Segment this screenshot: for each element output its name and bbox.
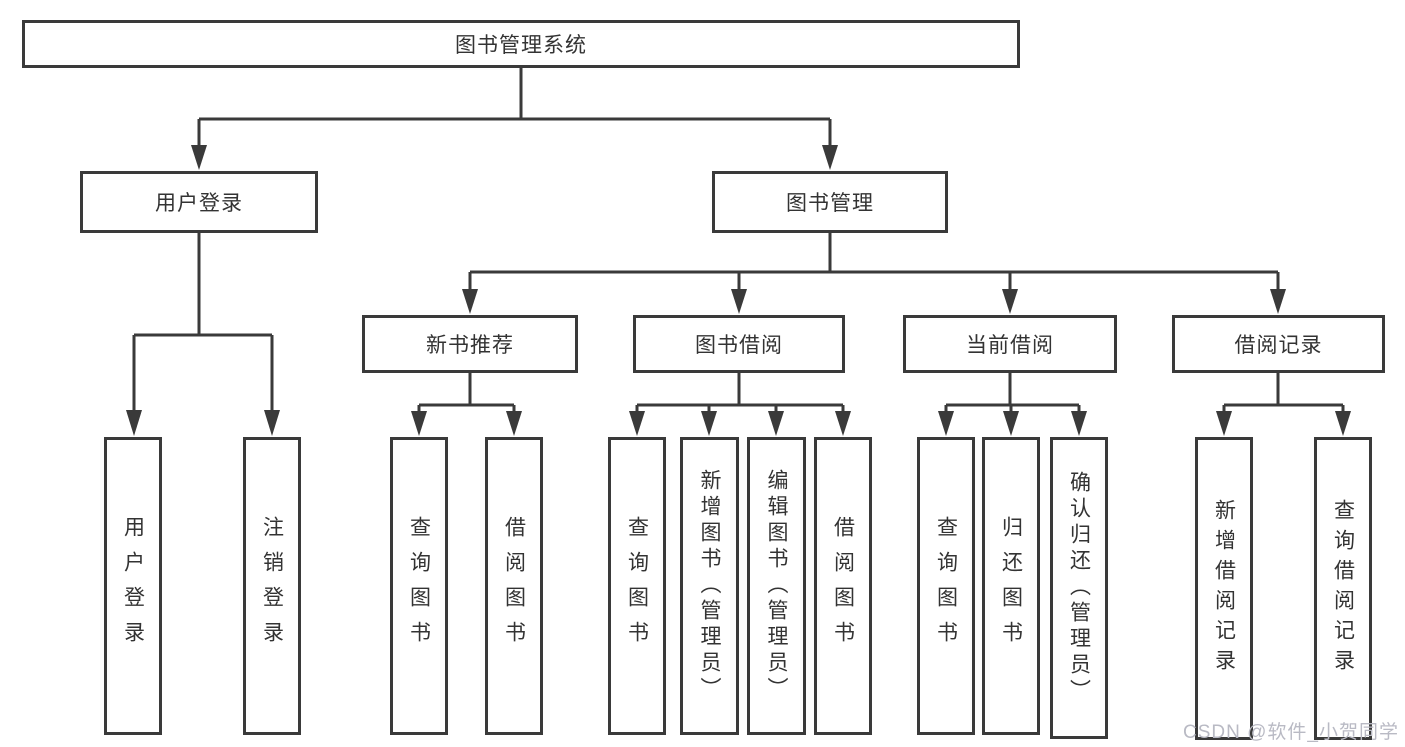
node-book-borrowing: 图书借阅 xyxy=(633,315,845,373)
leaf-label: 归还图书 xyxy=(999,516,1023,656)
leaf-label: 新增借阅记录 xyxy=(1212,498,1236,679)
arrowhead-leaf-e1 xyxy=(1216,411,1232,436)
arrowhead-leaf-c3 xyxy=(768,411,784,436)
arrowhead-leaf-a2 xyxy=(264,410,280,436)
arrowhead-user-login xyxy=(191,145,207,170)
leaf-label: 用户登录 xyxy=(121,516,145,656)
node-book-management: 图书管理 xyxy=(712,171,948,233)
leaf-label: 借阅图书 xyxy=(502,516,526,656)
leaf-label: 确认归还（管理员） xyxy=(1067,471,1091,705)
node-label: 当前借阅 xyxy=(966,334,1054,357)
leaf-label: 查询图书 xyxy=(407,516,431,656)
arrowhead-leaf-b1 xyxy=(411,411,427,436)
node-user-login-branch: 用户登录 xyxy=(80,171,318,233)
arrowhead-leaf-e2 xyxy=(1335,411,1351,436)
arrowhead-new-book xyxy=(462,289,478,314)
node-current-borrowing: 当前借阅 xyxy=(903,315,1117,373)
arrowhead-leaf-c1 xyxy=(629,411,645,436)
arrowhead-leaf-c4 xyxy=(835,411,851,436)
node-label: 图书管理 xyxy=(786,192,874,215)
node-label: 用户登录 xyxy=(155,192,243,215)
leaf-return-books: 归还图书 xyxy=(982,437,1040,735)
leaf-query-books-current: 查询图书 xyxy=(917,437,975,735)
leaf-add-books-admin: 新增图书（管理员） xyxy=(680,437,739,735)
arrowhead-book-mgmt xyxy=(822,145,838,170)
leaf-label: 查询图书 xyxy=(625,516,649,656)
node-new-book-recommendation: 新书推荐 xyxy=(362,315,578,373)
leaf-add-borrow-record: 新增借阅记录 xyxy=(1195,437,1253,740)
csdn-watermark: CSDN @软件_小贺同学 xyxy=(1183,722,1399,743)
leaf-label: 查询借阅记录 xyxy=(1331,498,1355,679)
leaf-label: 编辑图书（管理员） xyxy=(765,469,788,703)
arrowhead-leaf-c2 xyxy=(701,411,717,436)
node-library-management-system: 图书管理系统 xyxy=(22,20,1020,68)
leaf-label: 新增图书（管理员） xyxy=(698,469,721,703)
leaf-user-login: 用户登录 xyxy=(104,437,162,735)
node-label: 借阅记录 xyxy=(1234,334,1323,357)
leaf-label: 借阅图书 xyxy=(831,516,855,656)
arrowhead-leaf-d1 xyxy=(938,411,954,436)
leaf-query-borrow-record: 查询借阅记录 xyxy=(1314,437,1372,740)
leaf-edit-books-admin: 编辑图书（管理员） xyxy=(747,437,806,735)
leaf-query-books-recommend: 查询图书 xyxy=(390,437,448,735)
arrowhead-leaf-b2 xyxy=(506,411,522,436)
node-label: 新书推荐 xyxy=(426,334,514,357)
leaf-borrow-books-recommend: 借阅图书 xyxy=(485,437,543,735)
arrowhead-leaf-a1 xyxy=(126,410,142,436)
arrowhead-current-borrow xyxy=(1002,289,1018,314)
arrowhead-book-borrow xyxy=(731,289,747,314)
leaf-confirm-return-admin: 确认归还（管理员） xyxy=(1050,437,1108,739)
node-borrowing-records: 借阅记录 xyxy=(1172,315,1385,373)
leaf-logout: 注销登录 xyxy=(243,437,301,735)
arrowhead-leaf-d3 xyxy=(1071,411,1087,436)
leaf-label: 查询图书 xyxy=(934,516,958,656)
arrowhead-leaf-d2 xyxy=(1003,411,1019,436)
leaf-borrow-books: 借阅图书 xyxy=(814,437,872,735)
leaf-query-books-borrow: 查询图书 xyxy=(608,437,666,735)
node-label: 图书借阅 xyxy=(695,334,783,357)
leaf-label: 注销登录 xyxy=(260,516,284,656)
arrowhead-borrow-records xyxy=(1270,289,1286,314)
node-label: 图书管理系统 xyxy=(455,34,587,57)
